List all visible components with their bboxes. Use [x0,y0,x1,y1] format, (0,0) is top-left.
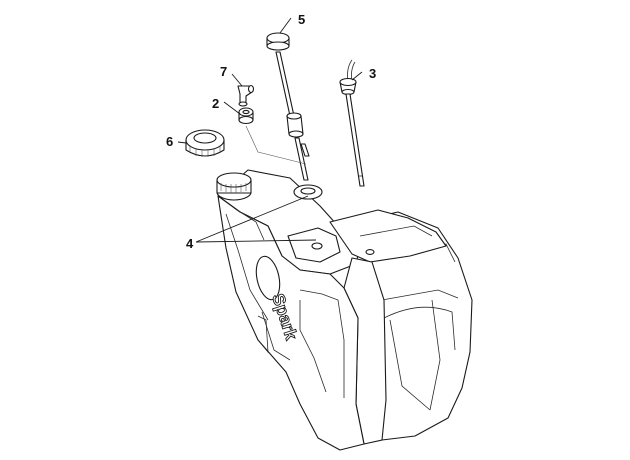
callout-7: 7 [220,64,227,79]
part-4-gasket [293,184,323,200]
part-5-fuel-gauge [266,32,310,181]
callout-5: 5 [298,12,305,27]
leader-lines [177,17,363,243]
callouts: 5 7 3 2 6 4 [166,12,376,251]
callout-2: 2 [212,96,219,111]
callout-3: 3 [369,66,376,81]
callout-6: 6 [166,134,173,149]
part-7-elbow-fitting [237,84,255,107]
callout-4: 4 [186,236,194,251]
part-2-grommet [238,107,254,125]
part-3-vent-tube [339,59,365,187]
part-6-filler-cap [185,129,225,157]
fuel-tank [216,169,473,451]
